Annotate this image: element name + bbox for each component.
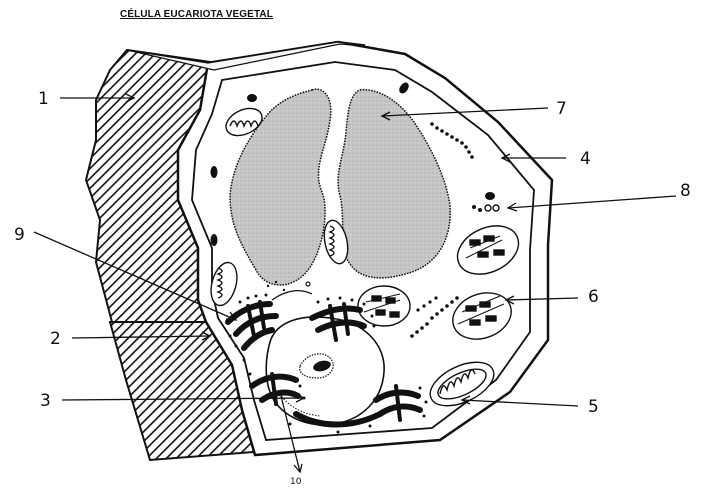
label-6: 6 [588, 287, 599, 307]
label-3: 3 [40, 391, 51, 411]
label-9: 9 [14, 225, 25, 245]
label-8: 8 [680, 181, 691, 201]
label-7: 7 [556, 99, 567, 119]
label-5: 5 [588, 397, 599, 417]
label-4: 4 [580, 149, 591, 169]
label-10: 10 [290, 477, 302, 487]
label-2: 2 [50, 329, 61, 349]
chloroplast [358, 286, 410, 326]
label-1: 1 [38, 89, 49, 109]
